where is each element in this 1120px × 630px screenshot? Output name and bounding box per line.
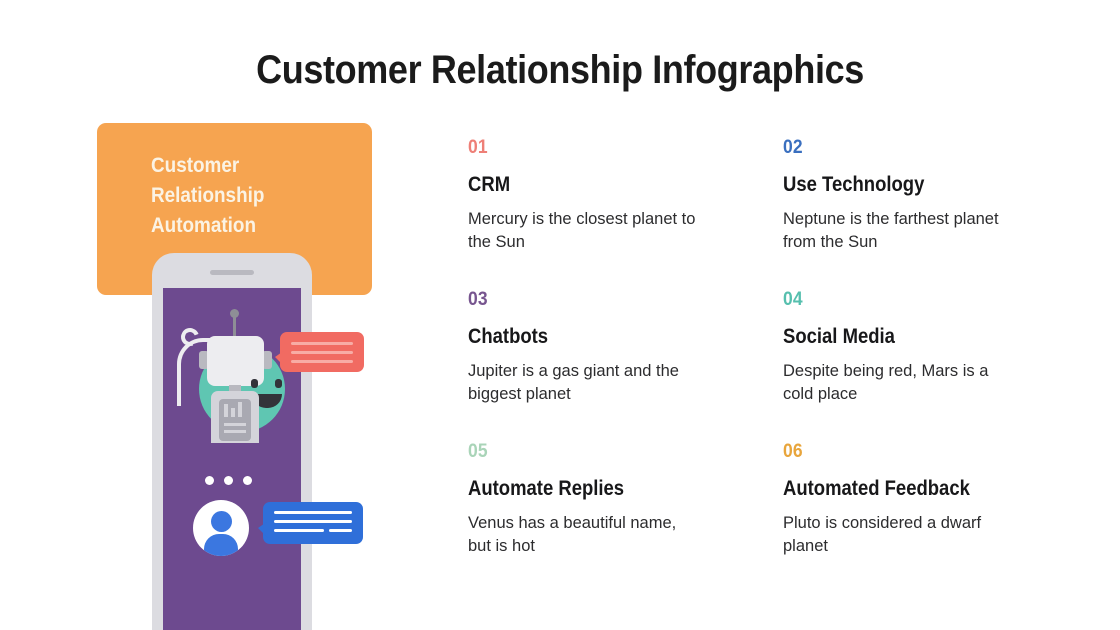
typing-dot	[243, 476, 252, 485]
phone-speaker-icon	[210, 270, 254, 275]
highlight-card-label: Customer Relationship Automation	[151, 154, 265, 238]
robot-antenna	[233, 314, 236, 338]
robot-ear-left	[199, 351, 209, 369]
bubble-text-line	[274, 529, 324, 532]
typing-dot	[205, 476, 214, 485]
panel-bar	[231, 408, 235, 417]
item-number: 04	[783, 289, 803, 310]
panel-bar	[224, 430, 246, 433]
robot-neck	[229, 385, 241, 392]
avatar-head	[210, 511, 232, 532]
user-avatar-icon	[193, 500, 249, 556]
infographic-item-02: 02 Use Technology Neptune is the farthes…	[783, 138, 1068, 290]
infographic-item-05: 05 Automate Replies Venus has a beautifu…	[468, 442, 783, 594]
item-title: Automated Feedback	[783, 477, 970, 500]
item-description: Pluto is considered a dwarf planet	[783, 514, 982, 556]
panel-bar	[224, 423, 246, 426]
item-description: Venus has a beautiful name, but is hot	[468, 514, 677, 556]
robot-ear-right	[262, 351, 272, 369]
item-title: Automate Replies	[468, 477, 625, 500]
infographic-item-04: 04 Social Media Despite being red, Mars …	[783, 290, 1068, 442]
item-title: Social Media	[783, 325, 895, 348]
chat-bubble-bot-icon	[280, 332, 364, 372]
panel-bar	[238, 402, 242, 417]
robot-mouth	[252, 394, 282, 408]
item-description: Despite being red, Mars is a cold place	[783, 362, 989, 404]
smartphone-mockup	[152, 253, 364, 630]
avatar-body	[204, 534, 238, 556]
bubble-text-line	[291, 360, 353, 363]
robot-eye-right	[275, 379, 282, 388]
infographic-item-06: 06 Automated Feedback Pluto is considere…	[783, 442, 1068, 594]
item-title: Chatbots	[468, 325, 549, 348]
robot-antenna-tip	[230, 309, 239, 318]
item-description: Jupiter is a gas giant and the biggest p…	[468, 362, 679, 404]
item-description: Mercury is the closest planet to the Sun	[468, 210, 696, 252]
item-title: CRM	[468, 173, 511, 196]
typing-dot	[224, 476, 233, 485]
chatbot-illustration: Customer Relationship Automation	[0, 110, 430, 630]
infographic-item-01: 01 CRM Mercury is the closest planet to …	[468, 138, 783, 290]
robot-head	[207, 336, 282, 408]
robot-arm	[177, 338, 219, 406]
panel-bar	[224, 404, 228, 417]
robot-eye-left	[251, 379, 258, 388]
page-title: Customer Relationship Infographics	[256, 48, 864, 92]
bubble-text-line	[291, 342, 353, 345]
bubble-text-line	[329, 529, 352, 532]
item-number: 05	[468, 441, 488, 462]
item-description: Neptune is the farthest planet from the …	[783, 210, 999, 252]
chat-bubble-user-tail	[258, 521, 268, 538]
bubble-text-line	[274, 520, 352, 523]
typing-dots-icon	[205, 476, 261, 486]
item-number: 02	[783, 137, 803, 158]
chat-bubble-user-icon	[263, 502, 363, 544]
robot-icon	[175, 306, 295, 446]
item-number: 03	[468, 289, 488, 310]
bubble-text-line	[291, 351, 353, 354]
item-title: Use Technology	[783, 173, 925, 196]
robot-chest-panel	[219, 399, 251, 441]
item-number: 01	[468, 137, 488, 158]
infographic-items-grid: 01 CRM Mercury is the closest planet to …	[468, 138, 1068, 594]
chat-bubble-bot-tail	[275, 350, 285, 367]
phone-screen	[163, 288, 364, 630]
item-number: 06	[783, 441, 803, 462]
bubble-text-line	[274, 511, 352, 514]
infographic-item-03: 03 Chatbots Jupiter is a gas giant and t…	[468, 290, 783, 442]
